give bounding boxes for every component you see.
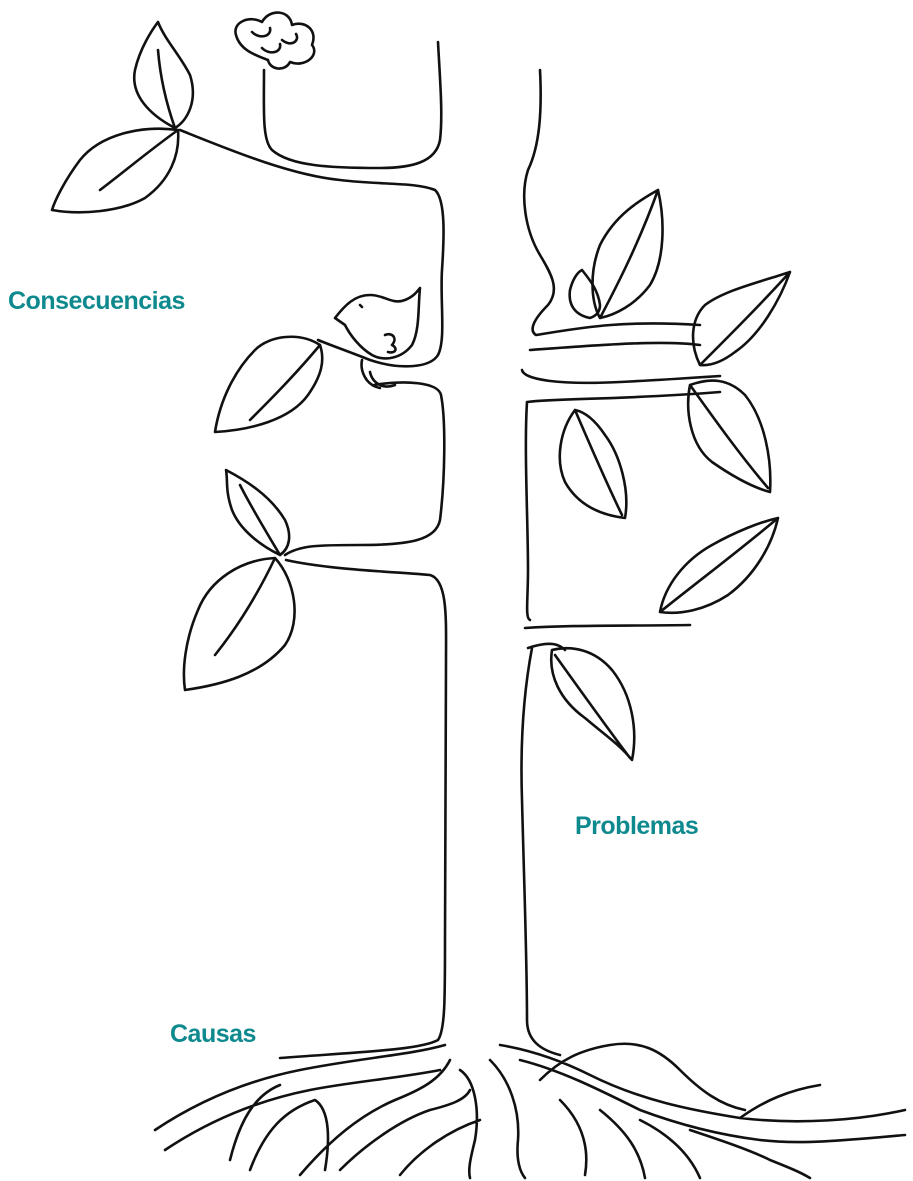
trunk-left-line [180,42,446,1058]
leaf-icon [551,648,634,760]
causas-label: Causas [170,1020,256,1049]
problemas-label: Problemas [575,812,698,841]
leaf-icon [184,558,295,690]
leaf-icon [560,410,627,518]
leaf-icon [226,470,289,555]
leaf-icon [134,22,193,128]
roots-drawing [155,1044,905,1178]
leaf-icon [688,381,770,492]
consecuencias-label: Consecuencias [8,287,185,316]
leaf-icon [660,518,778,613]
bird-icon [335,288,420,388]
flower-icon [235,13,314,69]
leaf-icon [52,129,178,213]
leaf-icon [693,272,790,365]
leaf-icon [593,190,663,318]
leaf-icon [215,337,322,432]
